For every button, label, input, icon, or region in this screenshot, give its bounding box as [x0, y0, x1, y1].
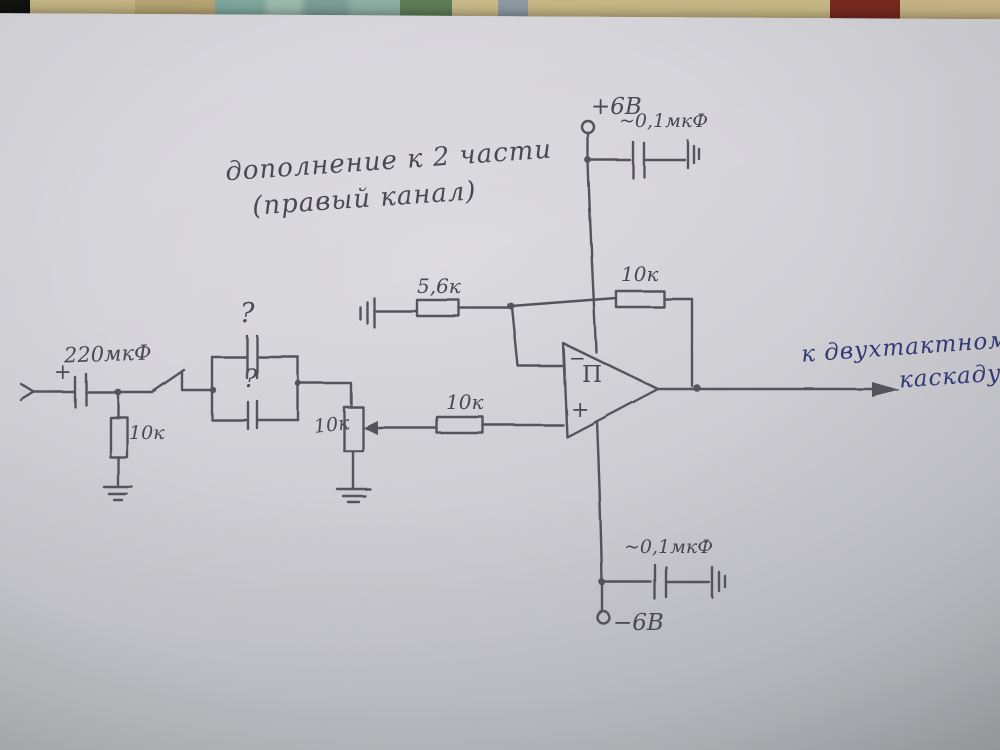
polarized-capacitor [73, 372, 88, 409]
terminal-negative [595, 609, 611, 625]
resistor-10k-input [108, 415, 129, 459]
ground-symbol [710, 565, 727, 599]
label-vcc: +6В [591, 94, 642, 120]
resistor-10k-series [435, 415, 485, 435]
label-vee-bypass: ~0,1мкФ [624, 536, 714, 558]
ground-symbol [335, 487, 372, 504]
label-input-cap: 220мкФ [63, 340, 152, 368]
label-vee: −6В [613, 610, 664, 636]
opamp-noninverting-label: + [571, 398, 590, 423]
pot-wiper-arrow [363, 421, 378, 435]
label-unknown-cap-top: ? [240, 298, 255, 329]
label-input-resistor: 10к [129, 422, 165, 444]
opamp-inverting-label: − [569, 346, 586, 370]
label-input-cap-plus: + [54, 360, 72, 384]
switch [150, 368, 214, 394]
ground-symbol [358, 296, 376, 329]
wire [296, 381, 353, 409]
wire [662, 297, 694, 388]
bypass-capacitor-top [631, 140, 646, 180]
output-arrowhead [872, 382, 900, 397]
label-series-resistor: 10к [446, 390, 484, 414]
label-pot: 10к [312, 412, 351, 438]
junction-dot [693, 384, 701, 392]
label-vcc-bypass: ~0,1мкФ [619, 110, 709, 132]
wire [510, 305, 564, 368]
capacitor-unknown-bottom [246, 399, 259, 431]
wire-supply-negative [595, 419, 604, 583]
bypass-capacitor-bottom [653, 563, 668, 601]
resistor-10k-feedback [614, 289, 666, 309]
label-feedback-resistor: 10к [621, 262, 659, 286]
opamp-mark: П [582, 362, 603, 388]
ground-symbol [102, 485, 134, 502]
wire [509, 296, 618, 308]
label-ground-resistor: 5,6к [417, 274, 461, 298]
terminal-positive [580, 119, 596, 135]
ground-symbol [686, 139, 701, 170]
opamp-triangle [561, 341, 660, 439]
capacitor-unknown-top [245, 334, 259, 380]
resistor-5k6 [415, 298, 461, 318]
label-unknown-cap-bottom: ? [244, 364, 258, 393]
wire-supply-positive [586, 158, 598, 354]
input-jack-icon [19, 382, 36, 402]
